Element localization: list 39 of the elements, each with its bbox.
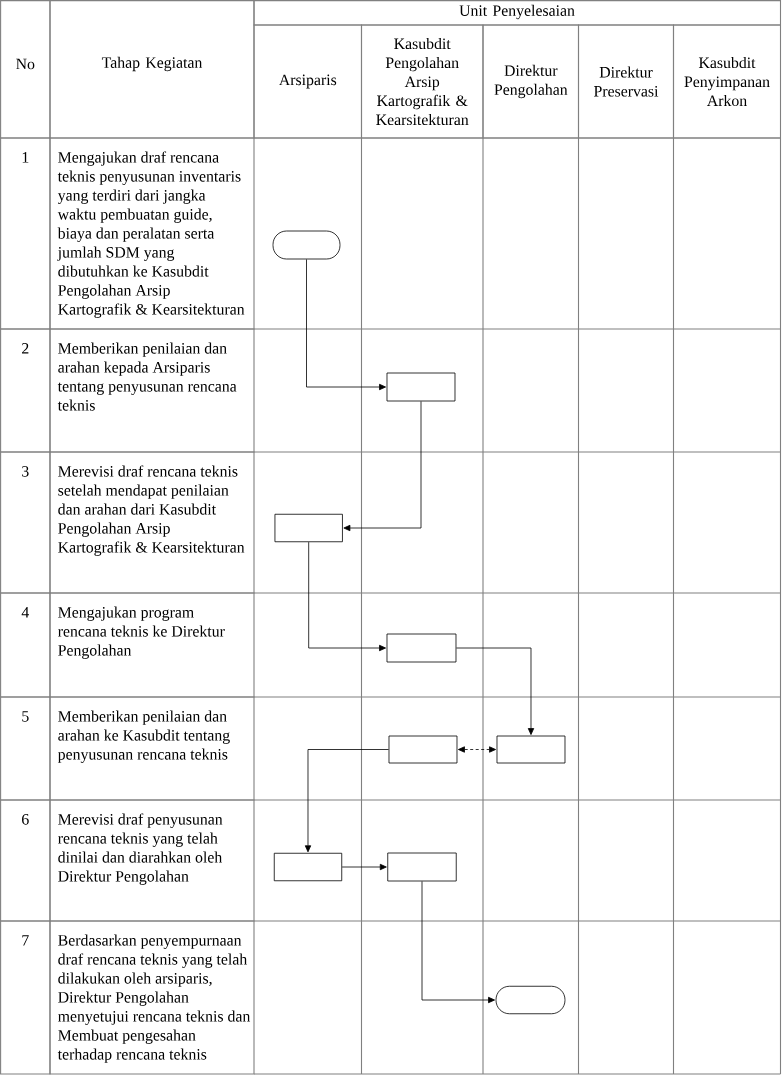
process-box [388,735,458,764]
process-box [386,633,457,663]
step-number-cell: 4 [0,592,51,698]
step-number-cell: 1 [0,137,51,330]
column-header-cell: Arsiparis [253,24,363,139]
column-header-cell: No [0,0,51,139]
process-box [386,372,456,402]
arrow [341,863,387,871]
arrow [458,746,496,753]
step-number-cell: 7 [0,920,51,1075]
column-header-cell: Unit Penyelesaian [253,0,782,26]
column-header-cell: Direktur Preservasi [577,24,675,139]
step-description-cell: Merevisi draf rencana teknis setelah mendapat penilaian dan arahan dari Kasubdit Pengolahan Arsip Kartografik & Kearsitekturan [49,451,255,594]
process-box [496,735,566,764]
step-description-cell: Mengajukan program rencana teknis ke Direktur Pengolahan [49,592,255,698]
column-header-cell: Kasubdit Penyimpanan Arkon [672,24,782,139]
arrow [343,401,422,532]
terminal-pill [272,230,341,260]
step-description-cell: Berdasarkan penyempurnaan draf rencana teknis yang telah dilakukan oleh arsiparis, Direktur Pengolahan menyetujui rencana teknis dan Membuat pengesahan terhadap rencana teknis [49,920,255,1075]
step-description-cell: Memberikan penilaian dan arahan kepada Arsiparis tentang penyusunan rencana teknis [49,328,255,453]
step-number-cell: 3 [0,451,51,594]
column-header-cell: Tahap Kegiatan [49,0,255,139]
step-description-cell: Merevisi draf penyusunan rencana teknis yang telah dinilai dan diarahkan oleh Direktur Pengolahan [49,799,255,922]
column-header-cell: Kasubdit Pengolahan Arsip Kartografik & Kearsitekturan [360,24,484,139]
arrow [304,749,389,853]
process-box [387,852,457,882]
step-number-cell: 6 [0,799,51,922]
arrow [456,647,535,735]
step-number-cell: 5 [0,696,51,801]
arrow [306,259,386,391]
step-description-cell: Memberikan penilaian dan arahan ke Kasubdit tentang penyusunan rencana teknis [49,696,255,801]
arrow [308,541,386,652]
arrow [421,881,495,1004]
step-description-cell: Mengajukan draf rencana teknis penyusunan inventaris yang terdiri dari jangka waktu pembuatan guide, biaya dan peralatan serta jumlah SDM yang dibutuhkan ke Kasubdit Pengolahan Arsip Kartografik & Kearsitekturan [49,137,255,330]
terminal-pill [495,985,566,1015]
column-header-cell: Direktur Pengolahan [482,24,580,139]
process-box [274,513,343,543]
process-box [273,852,343,882]
step-number-cell: 2 [0,328,51,453]
